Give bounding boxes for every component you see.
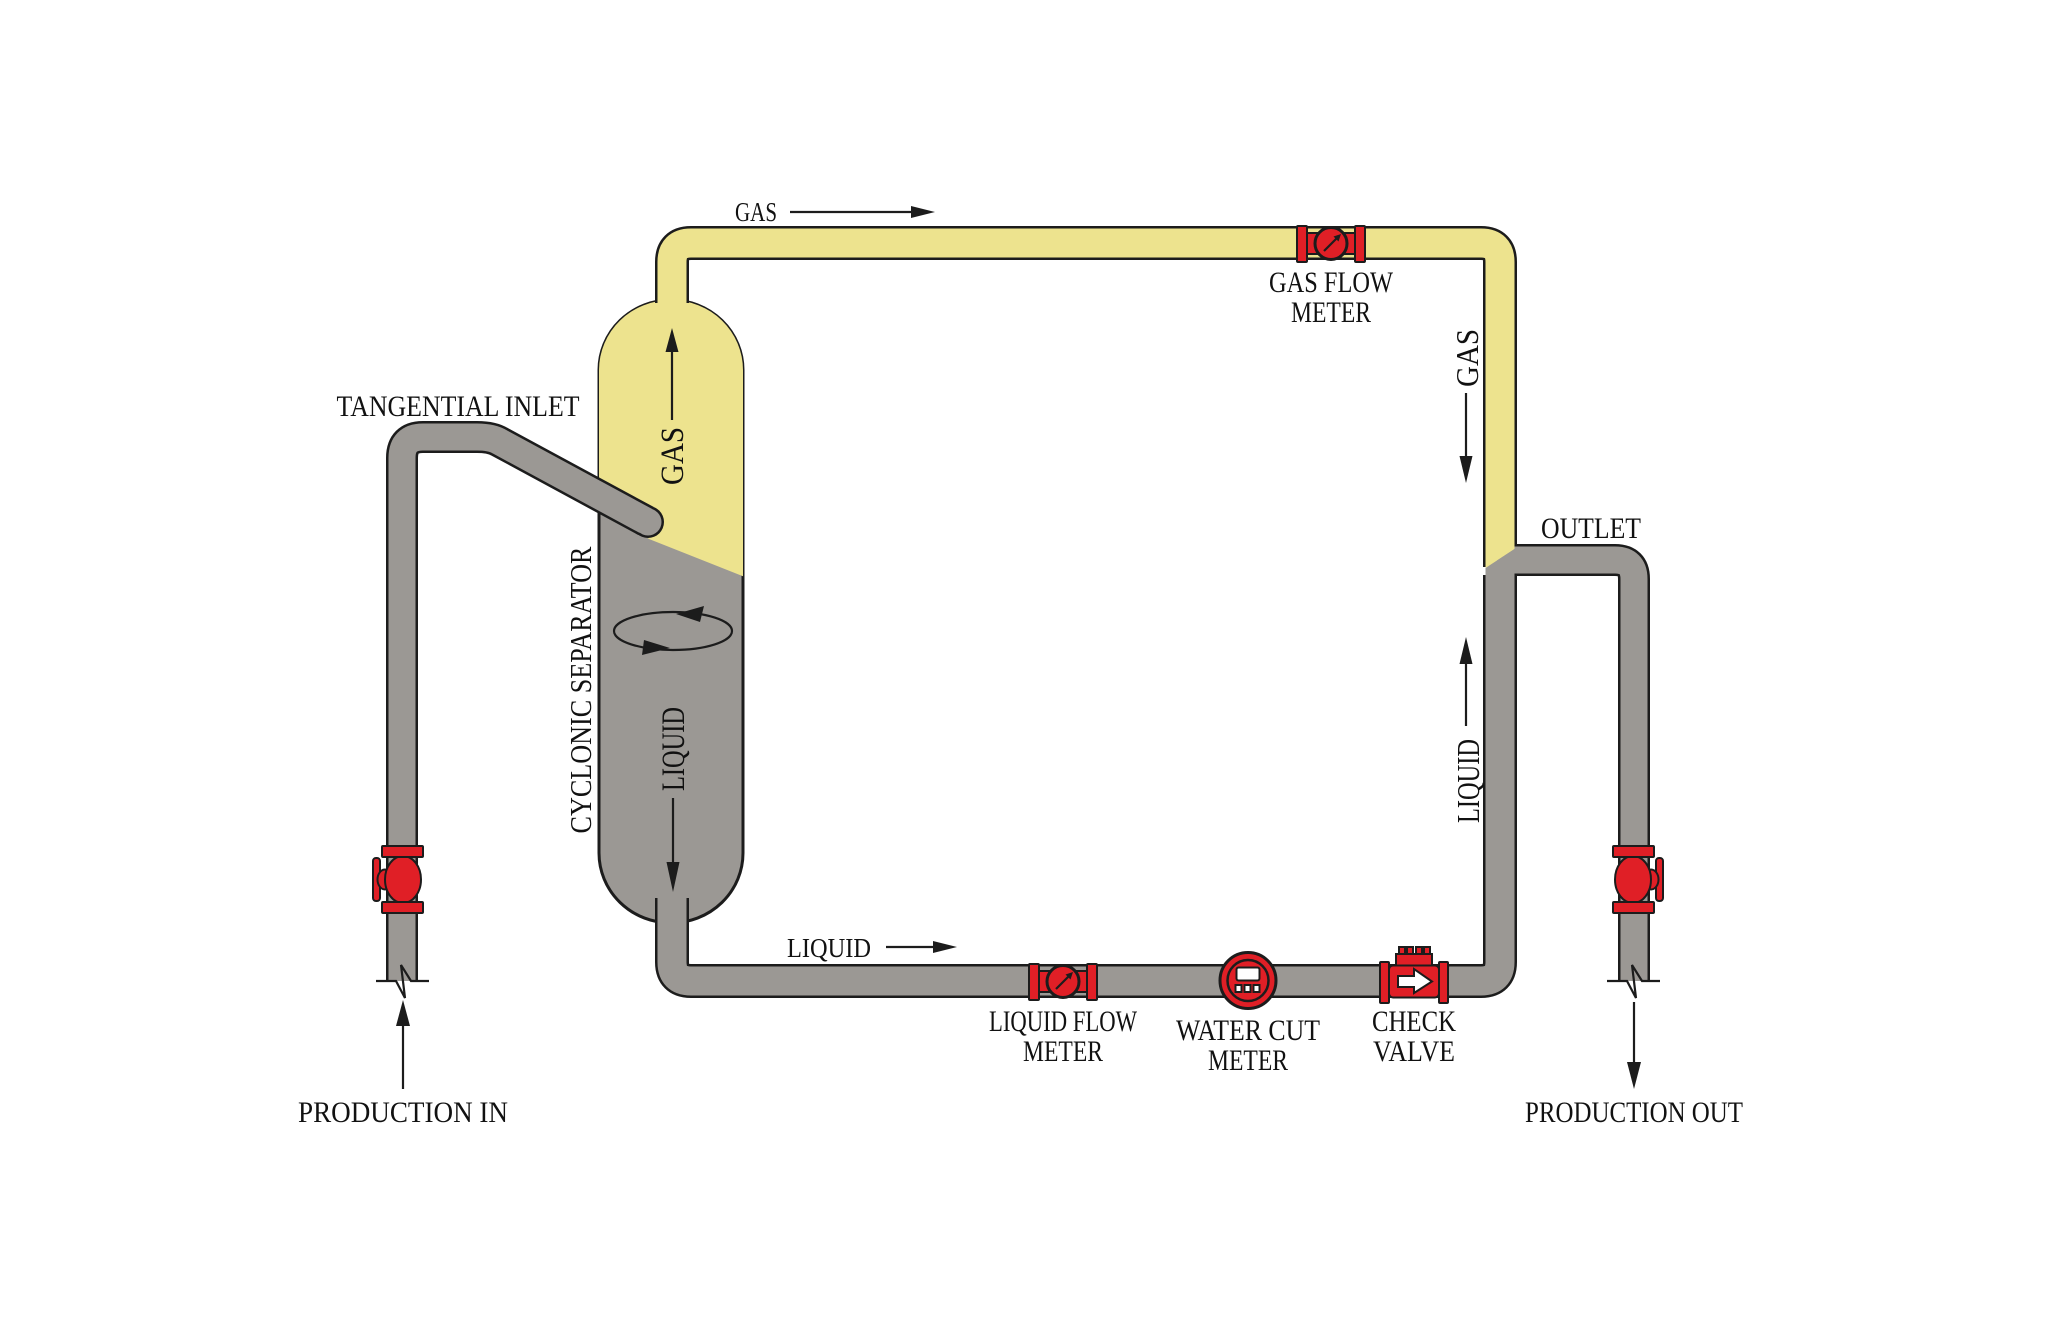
production-out-arrow <box>1627 1002 1641 1089</box>
meter-flange-left <box>1296 225 1308 263</box>
liquid-bottom-label: LIQUID <box>787 933 871 963</box>
valve-flange-bottom <box>1612 901 1655 914</box>
production-out-label: PRODUCTION OUT <box>1525 1096 1743 1129</box>
meter-needle <box>1323 237 1338 252</box>
liquid-bottom-arrow <box>886 941 957 953</box>
gas-line <box>657 228 1515 567</box>
liquid-line <box>657 575 1515 996</box>
flow-arrows <box>396 206 1641 1089</box>
valve-flange-bottom <box>381 901 424 914</box>
liquid-riser-label: LIQUID <box>1450 739 1486 823</box>
production-in-valve <box>372 845 424 914</box>
check-valve-flange-right <box>1438 961 1449 1004</box>
gas-flow-meter-label-line2: METER <box>1291 296 1371 329</box>
check-valve <box>1379 946 1449 1004</box>
riser-gas-liquid-interface-gas-side <box>1485 537 1515 568</box>
outlet-label: OUTLET <box>1541 512 1641 545</box>
gas-riser-label: GAS <box>1449 329 1485 387</box>
meter-inner-ring <box>1226 958 1270 1003</box>
gas-flow-meter <box>1296 225 1366 263</box>
valve-flange-top <box>381 845 424 858</box>
pipe-break-symbols <box>376 964 1660 999</box>
liquid-riser-up-arrow <box>1459 637 1473 726</box>
production-in-label: PRODUCTION IN <box>298 1096 508 1129</box>
meter-flange-right <box>1354 225 1366 263</box>
tangential-inlet-label: TANGENTIAL INLET <box>337 390 580 423</box>
separator-gas-zone-label: GAS <box>655 427 691 485</box>
meter-key-2 <box>1243 984 1252 993</box>
liquid-flow-meter <box>1028 963 1098 1001</box>
water-cut-meter-label-line2: METER <box>1208 1044 1288 1077</box>
check-valve-label-line2: VALVE <box>1373 1035 1455 1068</box>
meter-flange-right <box>1086 963 1098 1001</box>
gas-riser-down-arrow <box>1459 393 1473 483</box>
liquid-flow-meter-label-line2: METER <box>1023 1035 1103 1068</box>
production-in-arrow <box>396 1000 410 1089</box>
gas-top-arrow <box>790 206 935 218</box>
separator-liquid-down-arrow <box>666 798 680 892</box>
meter-display <box>1235 966 1261 982</box>
gas-top-label: GAS <box>735 197 777 227</box>
meter-needle-tip <box>1333 234 1341 242</box>
swirl-rotation-symbol <box>612 606 734 655</box>
valve-body <box>384 855 422 904</box>
cyclonic-separator-label: CYCLONIC SEPARATOR <box>563 546 598 833</box>
labels: TANGENTIAL INLET GAS GAS FLOW METER GAS … <box>298 197 1743 1129</box>
check-valve-label-line1: CHECK <box>1372 1005 1456 1038</box>
separator-liquid-zone-label: LIQUID <box>656 707 692 791</box>
meter-flange-left <box>1028 963 1040 1001</box>
meter-needle-tip <box>1065 972 1073 980</box>
separator-gas-up-arrow <box>665 328 679 420</box>
water-cut-meter-label-line1: WATER CUT <box>1176 1014 1320 1047</box>
production-in-break <box>376 964 429 999</box>
valve-body <box>1614 855 1652 904</box>
meter-key-1 <box>1234 984 1243 993</box>
check-valve-flange-left <box>1379 961 1390 1004</box>
valve-flange-top <box>1612 845 1655 858</box>
outlet-pipe <box>1497 546 1648 981</box>
water-cut-meter <box>1218 951 1278 1010</box>
production-out-valve <box>1612 845 1664 914</box>
meter-key-3 <box>1252 984 1261 993</box>
liquid-flow-meter-label-line1: LIQUID FLOW <box>989 1005 1138 1038</box>
tangential-inlet-pipe <box>388 423 653 720</box>
riser-gas-liquid-interface-liquid-side <box>1485 549 1515 578</box>
meter-needle <box>1055 975 1070 990</box>
production-out-break <box>1607 964 1660 999</box>
check-valve-flow-arrow <box>1397 967 1434 995</box>
gas-flow-meter-label-line1: GAS FLOW <box>1269 266 1394 299</box>
